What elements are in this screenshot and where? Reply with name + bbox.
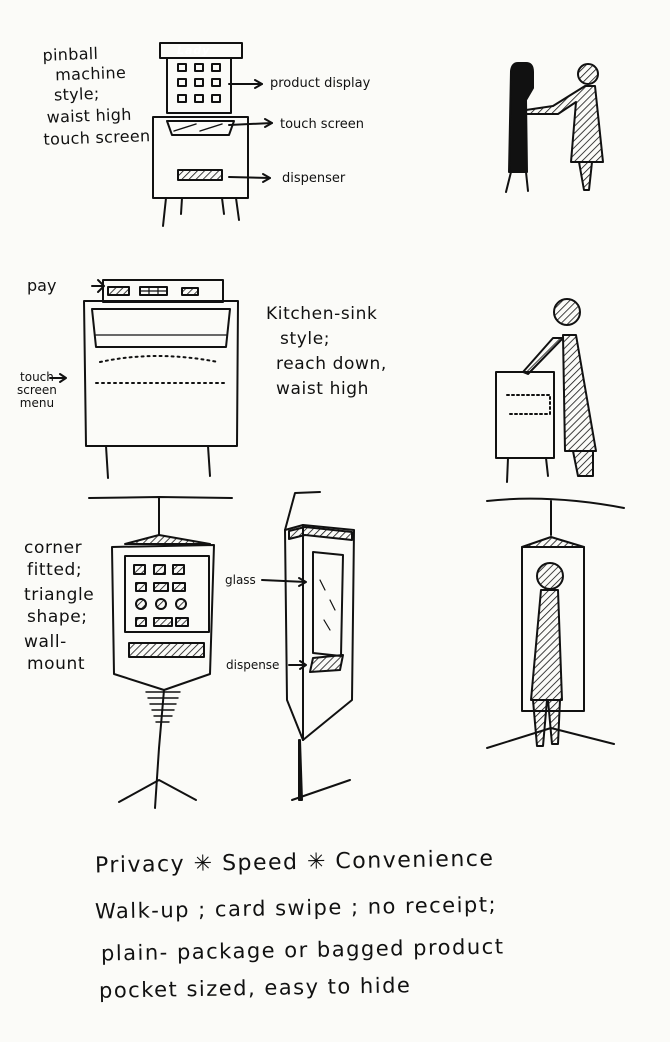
callout-pay: pay [27,276,57,295]
note-line: waist high [276,379,370,399]
note-line: machine [54,62,127,85]
note-line: pinball [42,43,99,65]
note-line: reach down, [276,354,387,374]
kitchen-sink-side-note: Kitchen-sink style; reach down, waist hi… [266,306,387,398]
corner-side-note: corner fitted; triangle shape; wall- mou… [24,540,94,673]
note-line: fitted; [27,560,83,580]
product-slots [177,63,221,103]
note-line: wall- [24,632,67,652]
note-line: style; [53,83,100,105]
note-line: waist high [46,104,132,127]
callout-line: screen [17,383,57,397]
callout-touch-screen: touch screen [280,117,365,132]
kitchen-sink-drawing [49,279,239,479]
summary-line: pocket sized, easy to hide [98,973,412,1003]
corner-unit-side-drawing [261,491,355,801]
pinball-machine-drawing [152,42,273,227]
callout-dispenser: dispenser [282,171,346,186]
note-line: mount [27,654,86,674]
note-line: style; [280,329,331,349]
kitchen-sink-user-figure [495,298,597,483]
pinball-user-figure [505,62,604,193]
callout-glass: glass [225,573,256,587]
note-line: Kitchen-sink [266,304,378,324]
callout-line: touch [20,370,54,384]
corner-unit-front-drawing [88,496,233,809]
callout-dispense: dispense [226,658,280,672]
callout-touch-screen-menu: touch screen menu [17,371,57,410]
pinball-side-note: pinball machine style; waist high touch … [40,43,151,149]
machine-sign: Lady [177,44,211,57]
note-line: shape; [27,607,88,627]
corner-user-figure [486,497,625,749]
callout-line: menu [19,396,55,410]
note-line: touch screen [43,126,151,149]
callout-product-display: product display [270,76,371,91]
note-line: corner [24,538,83,558]
note-line: triangle [24,585,95,605]
